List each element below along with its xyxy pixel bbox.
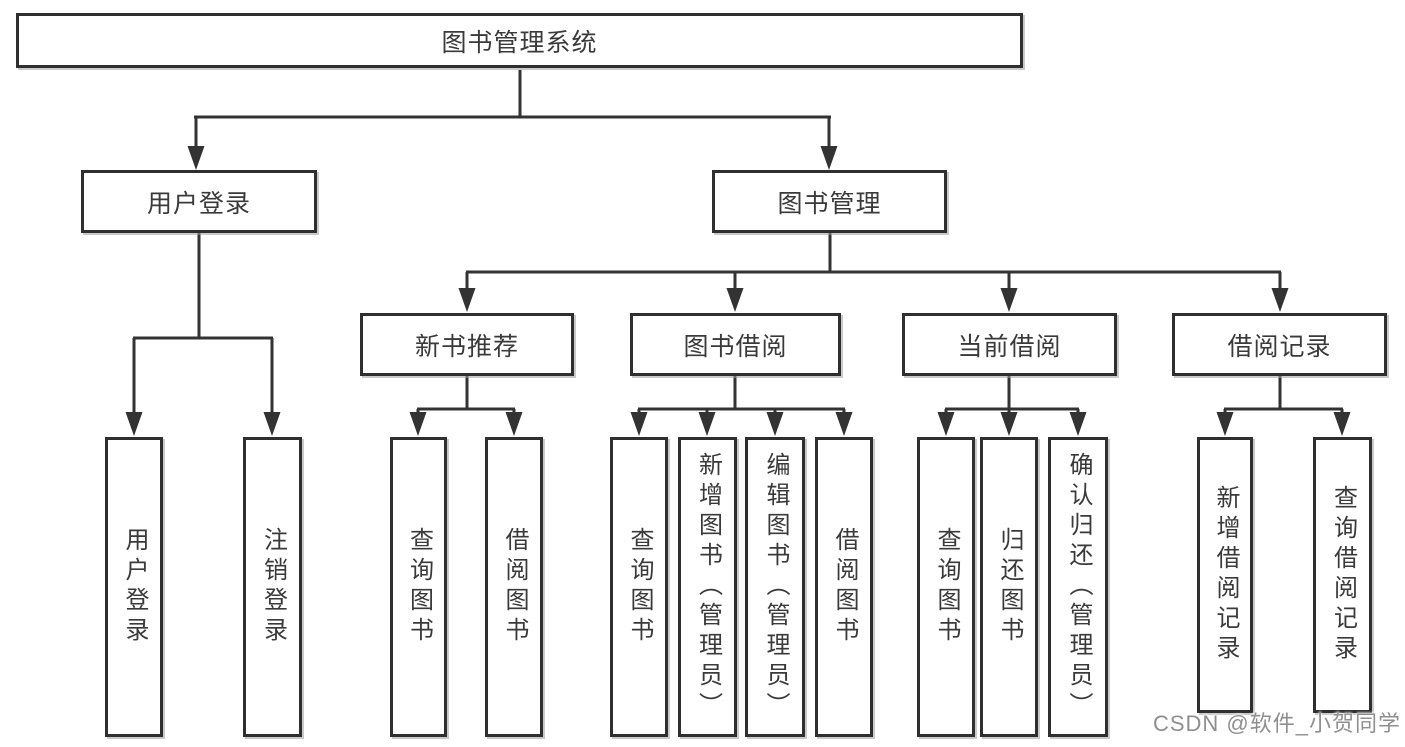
leaf-add-borrow-record: 新增借阅记录 xyxy=(1197,437,1253,713)
leaf-logout-label: 注销登录 xyxy=(259,527,287,647)
leaf-borrow-book-label: 借阅图书 xyxy=(831,527,858,647)
leaf-add-book-admin: 新增图书（管理员） xyxy=(678,437,737,737)
csdn-watermark: CSDN @软件_小贺同学 xyxy=(1152,711,1401,736)
leaf-confirm-return-admin-label: 确认归还（管理员） xyxy=(1065,452,1092,722)
leaf-add-borrow-record-label: 新增借阅记录 xyxy=(1212,485,1239,665)
node-root: 图书管理系统 xyxy=(16,13,1023,68)
leaf-logout: 注销登录 xyxy=(243,437,302,737)
leaf-edit-book-admin: 编辑图书（管理员） xyxy=(745,437,805,737)
leaf-add-book-admin-label: 新增图书（管理员） xyxy=(694,452,722,722)
node-borrow-records-label: 借阅记录 xyxy=(1227,332,1332,361)
node-current-borrow-label: 当前借阅 xyxy=(957,332,1062,361)
leaf-return-book-label: 归还图书 xyxy=(996,527,1023,647)
node-user-login-label: 用户登录 xyxy=(146,189,251,218)
leaf-user-login: 用户登录 xyxy=(105,437,163,737)
leaf-query-borrow-record: 查询借阅记录 xyxy=(1313,437,1372,713)
leaf-query-borrow-record-label: 查询借阅记录 xyxy=(1329,485,1357,665)
leaf-borrow-book-recommend: 借阅图书 xyxy=(485,437,543,737)
node-root-label: 图书管理系统 xyxy=(441,28,598,57)
node-book-management: 图书管理 xyxy=(712,170,947,233)
node-user-login: 用户登录 xyxy=(81,170,317,233)
leaf-return-book: 归还图书 xyxy=(980,437,1038,737)
leaf-confirm-return-admin: 确认归还（管理员） xyxy=(1048,437,1108,737)
leaf-query-book-borrow-label: 查询图书 xyxy=(626,527,653,647)
leaf-user-login-label: 用户登录 xyxy=(121,527,148,647)
leaf-query-book-recommend: 查询图书 xyxy=(390,437,447,737)
arrowhead-icons xyxy=(125,146,1351,436)
leaf-query-book-recommend-label: 查询图书 xyxy=(405,527,433,647)
node-borrow-records: 借阅记录 xyxy=(1172,313,1387,376)
node-book-borrow: 图书借阅 xyxy=(630,313,841,376)
node-book-management-label: 图书管理 xyxy=(777,189,882,218)
node-book-borrow-label: 图书借阅 xyxy=(683,332,788,361)
leaf-query-book-current: 查询图书 xyxy=(917,437,975,737)
leaf-borrow-book: 借阅图书 xyxy=(815,437,873,737)
node-new-book-recommend-label: 新书推荐 xyxy=(414,332,519,361)
connector-lines xyxy=(132,70,1344,414)
leaf-query-book-current-label: 查询图书 xyxy=(933,527,960,647)
node-current-borrow: 当前借阅 xyxy=(902,313,1117,376)
leaf-borrow-book-recommend-label: 借阅图书 xyxy=(501,527,528,647)
node-new-book-recommend: 新书推荐 xyxy=(360,313,574,376)
leaf-edit-book-admin-label: 编辑图书（管理员） xyxy=(762,452,789,722)
leaf-query-book-borrow: 查询图书 xyxy=(610,437,668,737)
